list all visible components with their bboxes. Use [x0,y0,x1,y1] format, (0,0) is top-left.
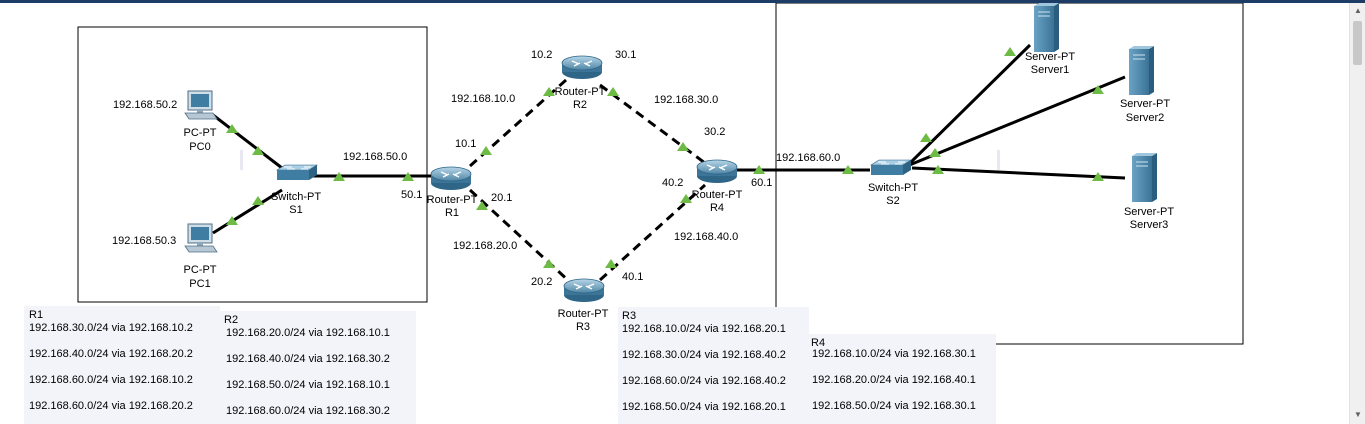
link-r3-r4 [598,183,707,282]
link-s2-server2 [906,75,1126,168]
port-status-lights [226,47,1104,268]
route-entry: 192.168.50.0/24 via 192.168.10.1 [226,379,390,391]
server-icon[interactable] [1128,45,1155,96]
scroll-down-icon[interactable]: ▼ [1354,410,1362,419]
r1-name-label: R1 [445,207,459,219]
pc1-type-label: PC-PT [184,264,217,276]
r3-type-label: Router-PT [558,308,609,320]
link-pc0-s1 [212,113,283,170]
switch-icon[interactable] [870,159,912,176]
r1-type-label: Router-PT [427,194,478,206]
net-10-label: 192.168.10.0 [451,93,515,105]
r2-if1-label: 10.2 [531,49,552,61]
switch-icon[interactable] [276,164,318,181]
pc0-type-label: PC-PT [184,127,217,139]
window-top-border [0,0,1365,3]
pc0-name-label: PC0 [189,141,210,153]
r2-routing-title: R2 [224,314,239,326]
r1-if3-label: 20.1 [491,192,512,204]
r4-routing-note[interactable]: R4 192.168.10.0/24 via 192.168.30.1 192.… [808,334,996,424]
link-s2-server3 [911,166,1126,180]
r4-type-label: Router-PT [692,189,743,201]
pc-icon[interactable] [184,223,218,253]
vertical-scrollbar[interactable]: ▲ ▼ [1349,3,1365,424]
r4-if1-label: 30.2 [704,126,725,138]
server3-name-label: Server3 [1130,219,1169,231]
r1-routing-title: R1 [29,309,44,321]
server1-type-label: Server-PT [1025,51,1075,63]
route-entry: 192.168.20.0/24 via 192.168.10.1 [226,327,390,339]
net-20-label: 192.168.20.0 [453,240,517,252]
s2-name-label: S2 [886,195,899,207]
router-icon[interactable] [696,159,738,184]
route-entry: 192.168.30.0/24 via 192.168.10.2 [29,322,193,334]
scroll-up-icon[interactable]: ▲ [1354,6,1362,15]
server2-type-label: Server-PT [1120,98,1170,110]
net-60-label: 192.168.60.0 [776,152,840,164]
r4-if3-label: 60.1 [751,177,772,189]
r4-name-label: R4 [710,202,724,214]
r2-name-label: R2 [573,99,587,111]
route-entry: 192.168.20.0/24 via 192.168.40.1 [812,374,976,386]
r2-routing-note[interactable]: R2 192.168.20.0/24 via 192.168.10.1 192.… [220,311,416,424]
r3-routing-note[interactable]: R3 192.168.10.0/24 via 192.168.20.1 192.… [618,307,809,424]
left-area-box [77,26,428,303]
r3-routing-title: R3 [622,310,637,322]
r3-name-label: R3 [576,321,590,333]
route-entry: 192.168.60.0/24 via 192.168.40.2 [622,375,786,387]
s1-name-label: S1 [289,204,302,216]
route-entry: 192.168.10.0/24 via 192.168.30.1 [812,348,976,360]
route-entry: 192.168.40.0/24 via 192.168.30.2 [226,353,390,365]
router-icon[interactable] [561,55,603,80]
net-40-label: 192.168.40.0 [674,231,738,243]
server-icon[interactable] [1033,3,1060,53]
s1-type-label: Switch-PT [271,191,321,203]
workspace-canvas[interactable]: PC-PT PC0 192.168.50.2 PC-PT PC1 192.168… [0,3,1349,424]
link-s2-server1 [905,43,1032,168]
r4-routing-title: R4 [811,337,826,349]
net-50-label: 192.168.50.0 [343,151,407,163]
topology-diagram: PC-PT PC0 192.168.50.2 PC-PT PC1 192.168… [77,3,1244,345]
router-icon[interactable] [563,278,605,303]
route-entry: 192.168.50.0/24 via 192.168.30.1 [812,400,976,412]
pc1-ip-label: 192.168.50.3 [112,235,176,247]
r4-if2-label: 40.2 [662,177,683,189]
router-icon[interactable] [430,166,472,191]
route-entry: 192.168.10.0/24 via 192.168.20.1 [622,323,786,335]
r2-type-label: Router-PT [555,86,606,98]
s2-type-label: Switch-PT [868,182,918,194]
pc1-name-label: PC1 [189,278,210,290]
r3-if1-label: 20.2 [531,276,552,288]
route-entry: 192.168.40.0/24 via 192.168.20.2 [29,348,193,360]
links [212,43,1126,235]
route-entry: 192.168.60.0/24 via 192.168.30.2 [226,405,390,417]
pc0-ip-label: 192.168.50.2 [113,99,177,111]
server-icon[interactable] [1131,152,1158,203]
server2-name-label: Server2 [1126,112,1165,124]
server3-type-label: Server-PT [1124,206,1174,218]
r1-if2-label: 10.1 [455,138,476,150]
r2-if2-label: 30.1 [615,49,636,61]
r1-routing-note[interactable]: R1 192.168.30.0/24 via 192.168.10.2 192.… [24,306,220,424]
route-entry: 192.168.60.0/24 via 192.168.20.2 [29,400,193,412]
r3-if2-label: 40.1 [622,271,643,283]
server1-name-label: Server1 [1031,64,1070,76]
route-entry: 192.168.30.0/24 via 192.168.40.2 [622,349,786,361]
link-pc1-s1 [212,188,283,235]
route-entry: 192.168.50.0/24 via 192.168.20.1 [622,401,786,413]
r1-if1-label: 50.1 [401,189,422,201]
net-30-label: 192.168.30.0 [654,94,718,106]
route-entry: 192.168.60.0/24 via 192.168.10.2 [29,374,193,386]
link-r1-r3 [468,188,572,284]
pc-icon[interactable] [184,90,218,120]
scroll-thumb[interactable] [1353,21,1362,65]
right-area-box [775,3,1244,345]
